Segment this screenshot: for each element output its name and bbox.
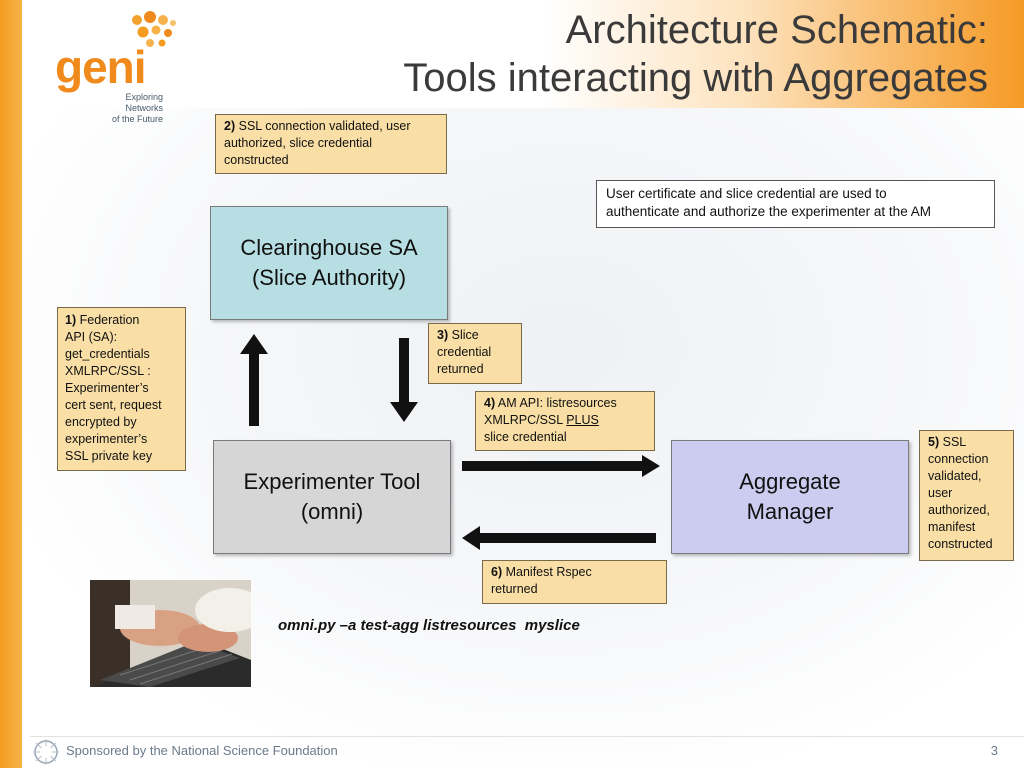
note-auth-line2: authenticate and authorize the experimen… <box>606 204 931 219</box>
keyboard-hands-illustration <box>90 580 251 687</box>
clearinghouse-sa-node: Clearinghouse SA (Slice Authority) <box>210 206 448 320</box>
note-step5-text-d: user <box>928 486 953 500</box>
note-step6: 6) Manifest Rspec returned <box>482 560 667 604</box>
arrow-up-to-clearinghouse <box>240 334 268 426</box>
aggregate-label-line2: Manager <box>746 499 834 524</box>
note-step5-text-b: connection <box>928 452 989 466</box>
note-step5-text-f: manifest <box>928 520 976 534</box>
logo-tagline: Exploring Networks of the Future <box>88 92 163 125</box>
note-step1-text-g: encrypted by <box>65 415 137 429</box>
note-step3: 3) Slice credential returned <box>428 323 522 384</box>
note-auth-line1: User certificate and slice credential ar… <box>606 186 887 201</box>
typing-hands-photo <box>90 580 251 687</box>
aggregate-label-line1: Aggregate <box>739 469 841 494</box>
footer-sponsor-text: Sponsored by the National Science Founda… <box>66 743 338 758</box>
slide-title: Architecture Schematic: Tools interactin… <box>288 6 988 102</box>
note-step1-text-f: cert sent, request <box>65 398 162 412</box>
note-step4: 4) AM API: listresources XMLRPC/SSL PLUS… <box>475 391 655 451</box>
note-step3-text-c: returned <box>437 362 484 376</box>
note-step4-number: 4) <box>484 396 496 410</box>
logo-wordmark: geni <box>55 41 147 93</box>
note-step1-text-i: SSL private key <box>65 449 153 463</box>
note-step6-text-a: Manifest Rspec <box>505 565 592 579</box>
note-step1-text-a: Federation <box>79 313 140 327</box>
note-step3-number: 3) <box>437 328 449 342</box>
note-step2-text-c: constructed <box>224 153 289 167</box>
experimenter-label-line1: Experimenter Tool <box>243 469 421 494</box>
experimenter-label-line2: (omni) <box>300 499 364 524</box>
note-step4-text-a: AM API: listresources <box>497 396 617 410</box>
note-step2-text-b: authorized, slice credential <box>224 136 372 150</box>
clearinghouse-label-line1: Clearinghouse SA <box>240 235 418 260</box>
note-step3-text-a: Slice <box>451 328 479 342</box>
left-accent-bar <box>0 0 22 768</box>
note-step2-text-a: SSL connection validated, user <box>238 119 411 133</box>
note-step1-text-e: Experimenter’s <box>65 381 149 395</box>
note-step5-number: 5) <box>928 435 940 449</box>
note-step1-text-c: get_credentials <box>65 347 150 361</box>
nsf-logo-icon <box>33 739 59 765</box>
arrow-right-to-aggregate <box>462 455 660 477</box>
note-step4-text-c: slice credential <box>484 430 567 444</box>
experimenter-tool-node: Experimenter Tool (omni) <box>213 440 451 554</box>
note-step5-text-e: authorized, <box>928 503 990 517</box>
note-step4-text-b: XMLRPC/SSL <box>484 413 563 427</box>
page-number: 3 <box>990 743 998 758</box>
header-gradient-bar <box>22 0 1024 108</box>
note-step1-text-d: XMLRPC/SSL : <box>65 364 151 378</box>
note-step4-plus: PLUS <box>566 413 599 427</box>
note-step5-text-c: validated, <box>928 469 982 483</box>
arrow-down-from-clearinghouse <box>390 338 418 422</box>
note-step6-number: 6) <box>491 565 503 579</box>
note-step5-text-a: SSL <box>942 435 967 449</box>
note-step5-text-g: constructed <box>928 537 993 551</box>
geni-dots-icon <box>132 11 176 47</box>
title-line2: Tools interacting with Aggregates <box>403 56 988 100</box>
note-step1-number: 1) <box>65 313 77 327</box>
note-step3-text-b: credential <box>437 345 492 359</box>
geni-logo: geni Exploring Networks of the Future <box>55 8 185 124</box>
note-step5: 5) SSL connection validated, user author… <box>919 430 1014 561</box>
note-auth-info: User certificate and slice credential ar… <box>596 180 995 228</box>
note-step1-text-h: experimenter’s <box>65 432 148 446</box>
arrow-left-to-tool <box>462 526 656 550</box>
footer-divider <box>30 736 1024 737</box>
note-step2: 2) SSL connection validated, user author… <box>215 114 447 174</box>
note-step1: 1) Federation API (SA): get_credentials … <box>57 307 186 471</box>
logo-tagline-line2: of the Future <box>111 114 163 124</box>
logo-tagline-line1: Exploring Networks <box>125 92 163 113</box>
title-line1: Architecture Schematic: <box>565 8 988 52</box>
omni-command-text: omni.py –a test-agg listresources myslic… <box>278 617 580 634</box>
clearinghouse-label-line2: (Slice Authority) <box>251 265 407 290</box>
note-step1-text-b: API (SA): <box>65 330 118 344</box>
note-step2-number: 2) <box>224 119 236 133</box>
note-step6-text-b: returned <box>491 582 538 596</box>
aggregate-manager-node: Aggregate Manager <box>671 440 909 554</box>
